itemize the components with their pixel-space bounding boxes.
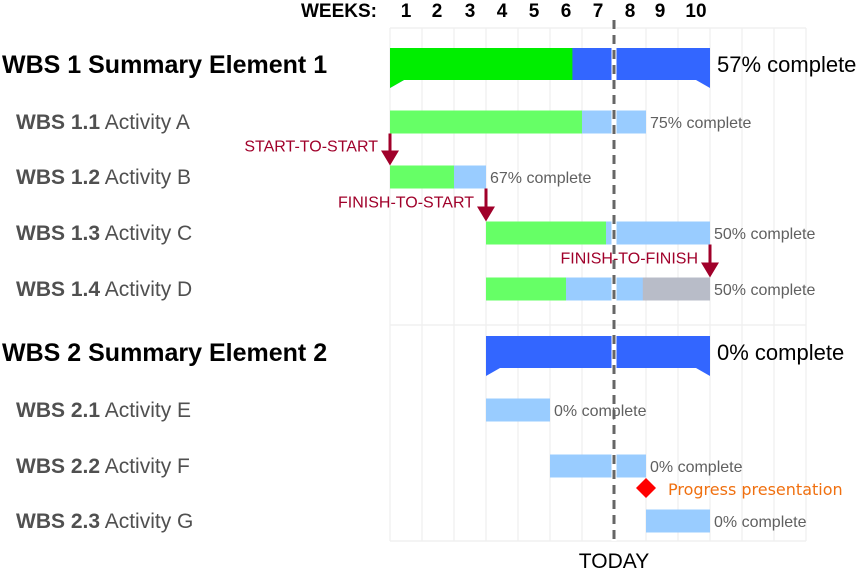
activity-name: Activity B (100, 166, 191, 189)
activity-bar-remaining (646, 509, 710, 533)
activity-row-label: WBS 1.2 Activity B (16, 166, 191, 189)
activity-percent-label: 50% complete (714, 226, 815, 243)
dependency-arrow-head (701, 262, 719, 278)
bars (390, 48, 710, 533)
activity-name: Activity D (100, 278, 192, 301)
activity-name: Activity E (100, 399, 191, 422)
summary-percent-label: 0% complete (717, 340, 844, 365)
week-tick-label: 5 (529, 1, 540, 22)
activity-percent-label: 0% complete (554, 403, 647, 420)
week-tick-label: 3 (465, 1, 476, 22)
dependency-label: START-TO-START (244, 139, 378, 156)
activity-percent-label: 75% complete (650, 115, 751, 132)
summary-row-label: WBS 1 Summary Element 1 (2, 51, 327, 79)
dependencies: START-TO-START FINISH-TO-START FINISH-TO-F… (244, 133, 719, 278)
activity-bar-remaining (550, 454, 646, 478)
activity-row-label: WBS 2.1 Activity E (16, 399, 191, 422)
activity-bar-complete (390, 110, 582, 134)
activity-name: Activity G (100, 510, 193, 533)
week-tick-label: 1 (401, 1, 412, 22)
summary-bar-complete (390, 48, 573, 88)
week-tick-label: 4 (497, 1, 508, 22)
week-tick-label: 2 (432, 1, 443, 22)
milestone-label: Progress presentation (668, 480, 843, 499)
dependency-arrow-head (477, 206, 495, 222)
wbs-id: WBS 2.2 (16, 455, 100, 478)
activity-name: Activity C (100, 222, 192, 245)
wbs-id: WBS 2.3 (16, 510, 100, 533)
activity-bar-complete (390, 165, 454, 189)
week-tick-label: 6 (561, 1, 572, 22)
dependency-label: FINISH-TO-START (338, 195, 474, 212)
wbs-id: WBS 1.2 (16, 166, 100, 189)
summary-title: WBS 2 Summary Element 2 (2, 339, 327, 367)
activity-row-label: WBS 2.2 Activity F (16, 455, 190, 478)
milestones: Progress presentation (636, 478, 843, 499)
summary-bar-remaining (486, 336, 710, 376)
week-tick-label: 9 (655, 1, 666, 22)
milestone-diamond-icon (636, 478, 656, 498)
today-marker: TODAY (579, 20, 649, 571)
activity-row-label: WBS 2.3 Activity G (16, 510, 193, 533)
activity-name: Activity F (100, 455, 190, 478)
activity-percent-label: 67% complete (490, 170, 591, 187)
summary-title: WBS 1 Summary Element 1 (2, 51, 327, 79)
week-tick-label: 7 (593, 1, 604, 22)
wbs-id: WBS 1.4 (16, 278, 100, 301)
wbs-id: WBS 2.1 (16, 399, 100, 422)
activity-bar-late (642, 277, 710, 301)
row-labels: 57% complete WBS 1 Summary Element 1 75% c… (2, 51, 856, 533)
week-tick-label: 8 (625, 1, 636, 22)
activity-row-label: WBS 1.1 Activity A (16, 111, 190, 134)
dependency-label: FINISH-TO-FINISH (561, 251, 698, 268)
activity-name: Activity A (100, 111, 190, 134)
summary-percent-label: 57% complete (717, 52, 856, 77)
dependency-arrow-head (381, 150, 399, 166)
activity-bar-complete (486, 221, 606, 245)
activity-percent-label: 50% complete (714, 282, 815, 299)
activity-percent-label: 0% complete (714, 514, 807, 531)
activity-bar-remaining (486, 398, 550, 422)
activity-bar-complete (486, 277, 566, 301)
summary-row-label: WBS 2 Summary Element 2 (2, 339, 327, 367)
week-tick-label: 10 (685, 1, 706, 22)
wbs-id: WBS 1.1 (16, 111, 100, 134)
activity-row-label: WBS 1.4 Activity D (16, 278, 192, 301)
activity-row-label: WBS 1.3 Activity C (16, 222, 192, 245)
today-label: TODAY (579, 550, 649, 571)
wbs-id: WBS 1.3 (16, 222, 100, 245)
axis-label: WEEKS: (301, 1, 377, 22)
activity-percent-label: 0% complete (650, 459, 743, 476)
